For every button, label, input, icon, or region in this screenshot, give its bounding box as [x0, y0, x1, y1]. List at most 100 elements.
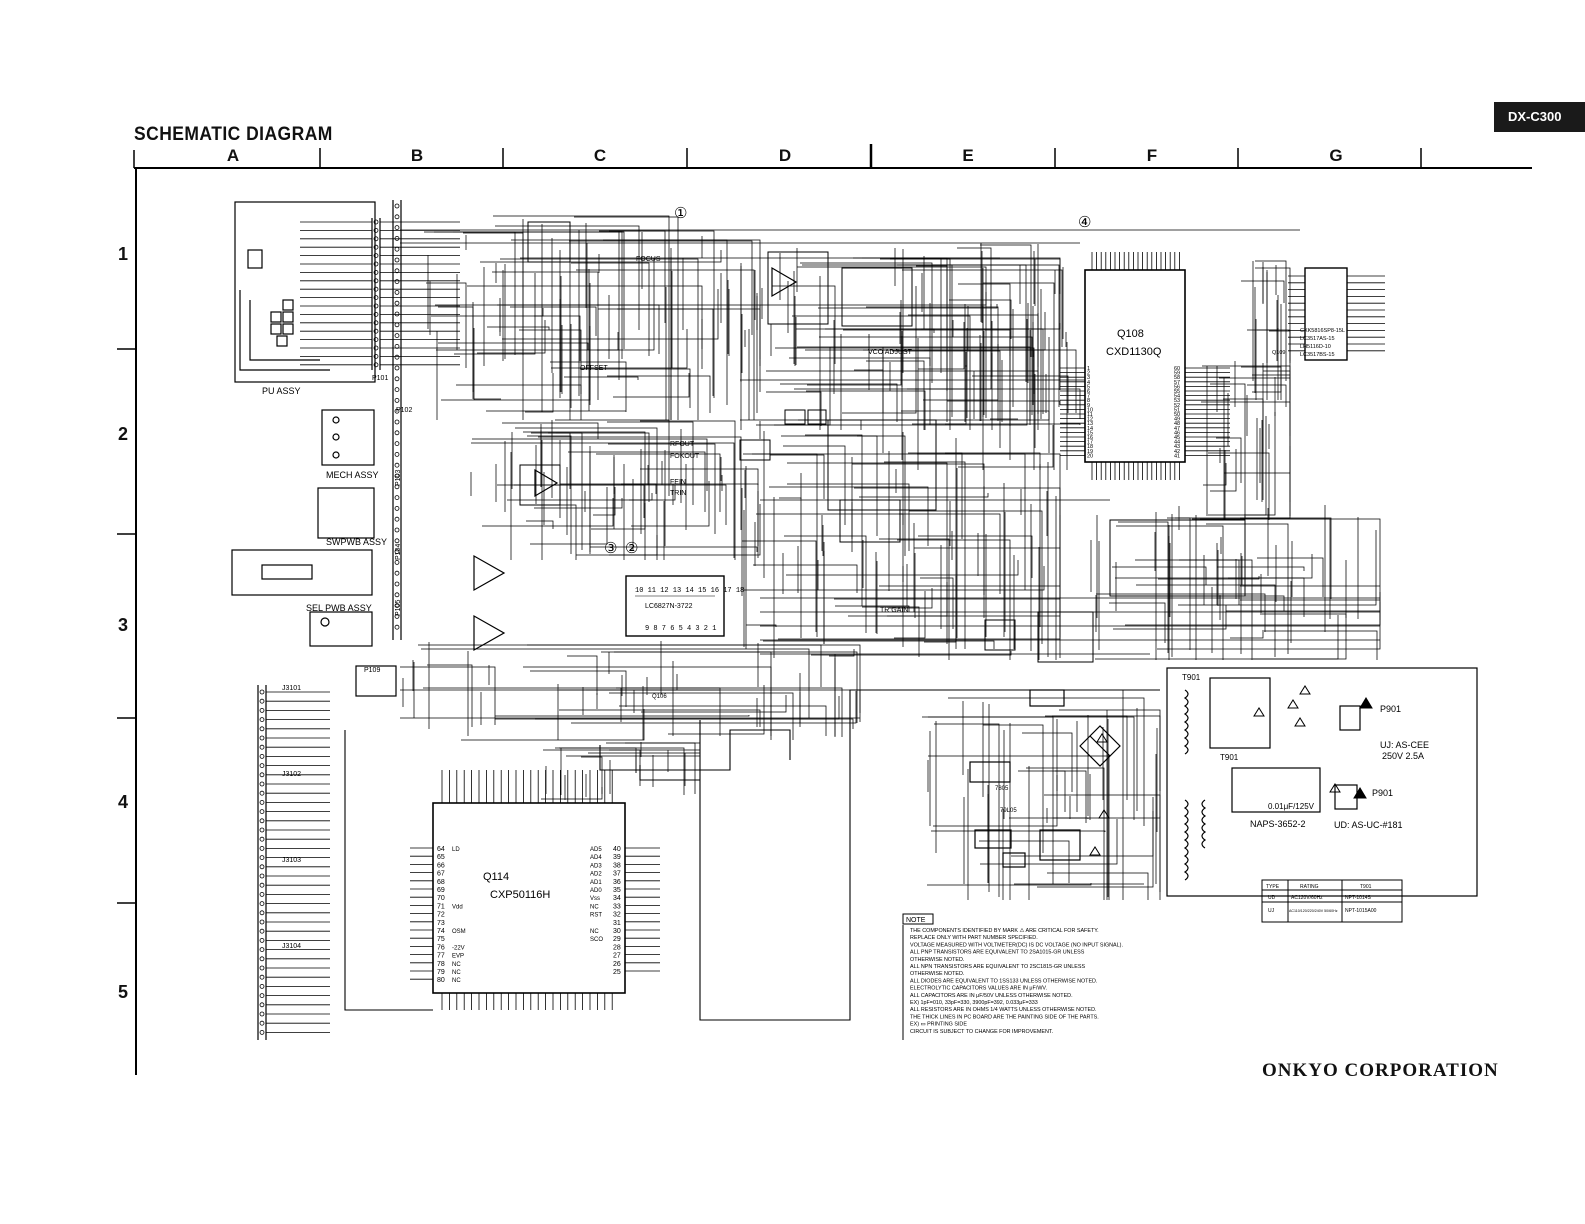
signal-labels: FOCUS RFOUT FOKOUT TRIN FEIN OFFSET VCO … — [580, 256, 913, 614]
q114-left-pin-name: NC — [452, 962, 461, 968]
signal-trace — [905, 264, 1060, 407]
signal-trace — [980, 244, 1032, 357]
rail-pin — [259, 1030, 265, 1035]
mech-assy-label: MECH ASSY — [326, 470, 379, 480]
note-heading: NOTE — [906, 917, 926, 924]
q114-right-pin: 38 — [613, 862, 621, 869]
reg-7805-label: 7805 — [995, 786, 1009, 792]
signal-trace — [461, 709, 645, 741]
signal-trace — [487, 326, 550, 330]
q114-left-pin: 79 — [437, 969, 445, 976]
rail-pin — [259, 974, 265, 980]
q114-left-pin: 77 — [437, 953, 445, 960]
rail-pin — [259, 708, 265, 713]
signal-trace — [523, 666, 772, 736]
signal-trace — [502, 289, 719, 340]
p102-pin — [394, 343, 400, 349]
row-ticks — [117, 348, 136, 904]
t901b-label: T901 — [1220, 753, 1239, 762]
q108-right-pin: 59 — [1174, 371, 1180, 377]
signal-trace — [603, 239, 728, 405]
region-uj-label: UJ: AS-CEE — [1380, 740, 1429, 750]
j3103-label: J3103 — [282, 857, 301, 864]
q114-left-pin: 66 — [437, 862, 445, 869]
p102-pin — [394, 311, 400, 317]
lc6827n-ic-body — [625, 575, 725, 637]
p102-pin — [394, 408, 400, 414]
j3104-label: J3104 — [282, 943, 301, 950]
signal-trace — [980, 819, 1118, 865]
signal-trace — [527, 435, 572, 554]
q108-right-pin: 52 — [1174, 403, 1180, 409]
signal-trace — [625, 742, 696, 794]
signal-trace — [640, 468, 759, 485]
signal-trace — [477, 320, 546, 354]
signal-trace — [1011, 811, 1154, 857]
spec-header-rating: RATING — [1300, 884, 1319, 890]
signal-trace — [530, 670, 627, 707]
signal-trace — [1252, 304, 1282, 393]
column-label-c: C — [593, 146, 607, 165]
p102-pin — [394, 462, 400, 468]
signal-trace — [1226, 610, 1381, 617]
opamp-q104 — [534, 468, 559, 498]
signal-trace — [769, 486, 929, 546]
signal-trace — [559, 689, 861, 713]
pu-pin — [373, 269, 379, 275]
signal-trace — [835, 605, 910, 612]
p102-pin — [394, 614, 400, 619]
signal-trace — [945, 423, 1081, 425]
pu-pin — [373, 337, 379, 343]
pu-pin — [373, 328, 379, 334]
signal-trace — [756, 513, 904, 647]
spec-row-uj-rating: AC110/120/220/240V 50/60Hz — [1289, 909, 1338, 913]
signal-trace — [580, 368, 691, 408]
signal-trace — [807, 300, 902, 386]
signal-trace — [436, 332, 619, 351]
q108-left-pin: 12 — [1087, 417, 1093, 423]
signal-trace — [514, 484, 727, 525]
p102-pin — [394, 214, 400, 220]
signal-trace — [922, 716, 1135, 820]
selpwb-assy-label: SEL PWB ASSY — [306, 603, 372, 613]
rail-pin — [259, 919, 265, 925]
q114-right-pin: 25 — [613, 969, 621, 976]
q108-ref: Q108 — [1117, 328, 1144, 340]
signal-trace — [591, 503, 646, 530]
signal-trace — [574, 216, 679, 420]
signal-trace — [596, 453, 721, 512]
signal-trace — [1246, 416, 1267, 516]
signal-trace — [531, 432, 571, 489]
signal-trace — [928, 716, 1054, 884]
note-line: CIRCUIT IS SUBJECT TO CHANGE FOR IMPROVE… — [910, 1029, 1053, 1035]
swpwb-assy-label: SWPWB ASSY — [326, 537, 387, 547]
q114-left-pin: 73 — [437, 920, 445, 927]
signal-trace — [609, 749, 641, 786]
q114-left-pin: 65 — [437, 854, 445, 861]
assembly-labels: PU ASSY MECH ASSY SWPWB ASSY SEL PWB ASS… — [262, 386, 387, 613]
note-line: ALL CAPACITORS ARE IN μF/50V UNLESS OTHE… — [910, 993, 1073, 999]
q108-right-pin: 43 — [1174, 444, 1180, 450]
signal-trace — [806, 390, 926, 430]
pu-pin — [373, 219, 379, 225]
signal-trace — [774, 347, 831, 426]
spec-row-ud-t901: NPT-1014S — [1345, 895, 1372, 901]
lc6827n-top-pins: 10 11 12 13 14 15 16 17 18 — [635, 587, 744, 595]
p102-pin — [394, 354, 400, 360]
signal-trace — [559, 709, 761, 727]
p102-pin — [394, 235, 400, 241]
pu-pin — [373, 236, 379, 242]
spec-row-uj-t901: NPT-1015A00 — [1345, 908, 1377, 914]
signal-trace — [454, 273, 536, 355]
signal-trace — [1241, 280, 1285, 303]
rail-pin — [259, 689, 265, 695]
rail-pin — [259, 800, 265, 805]
signal-trace — [825, 328, 935, 333]
q108-left-pin: 17 — [1087, 440, 1093, 446]
signal-trace — [590, 546, 758, 552]
q114-right-pin: 37 — [613, 871, 621, 878]
signal-trace — [467, 285, 703, 369]
connector-rail-j3101-j3104 — [257, 685, 267, 1040]
signal-trace — [621, 483, 657, 494]
spec-table: TYPE RATING T901 UD AC120V/60Hz NPT-1014… — [1266, 884, 1377, 914]
